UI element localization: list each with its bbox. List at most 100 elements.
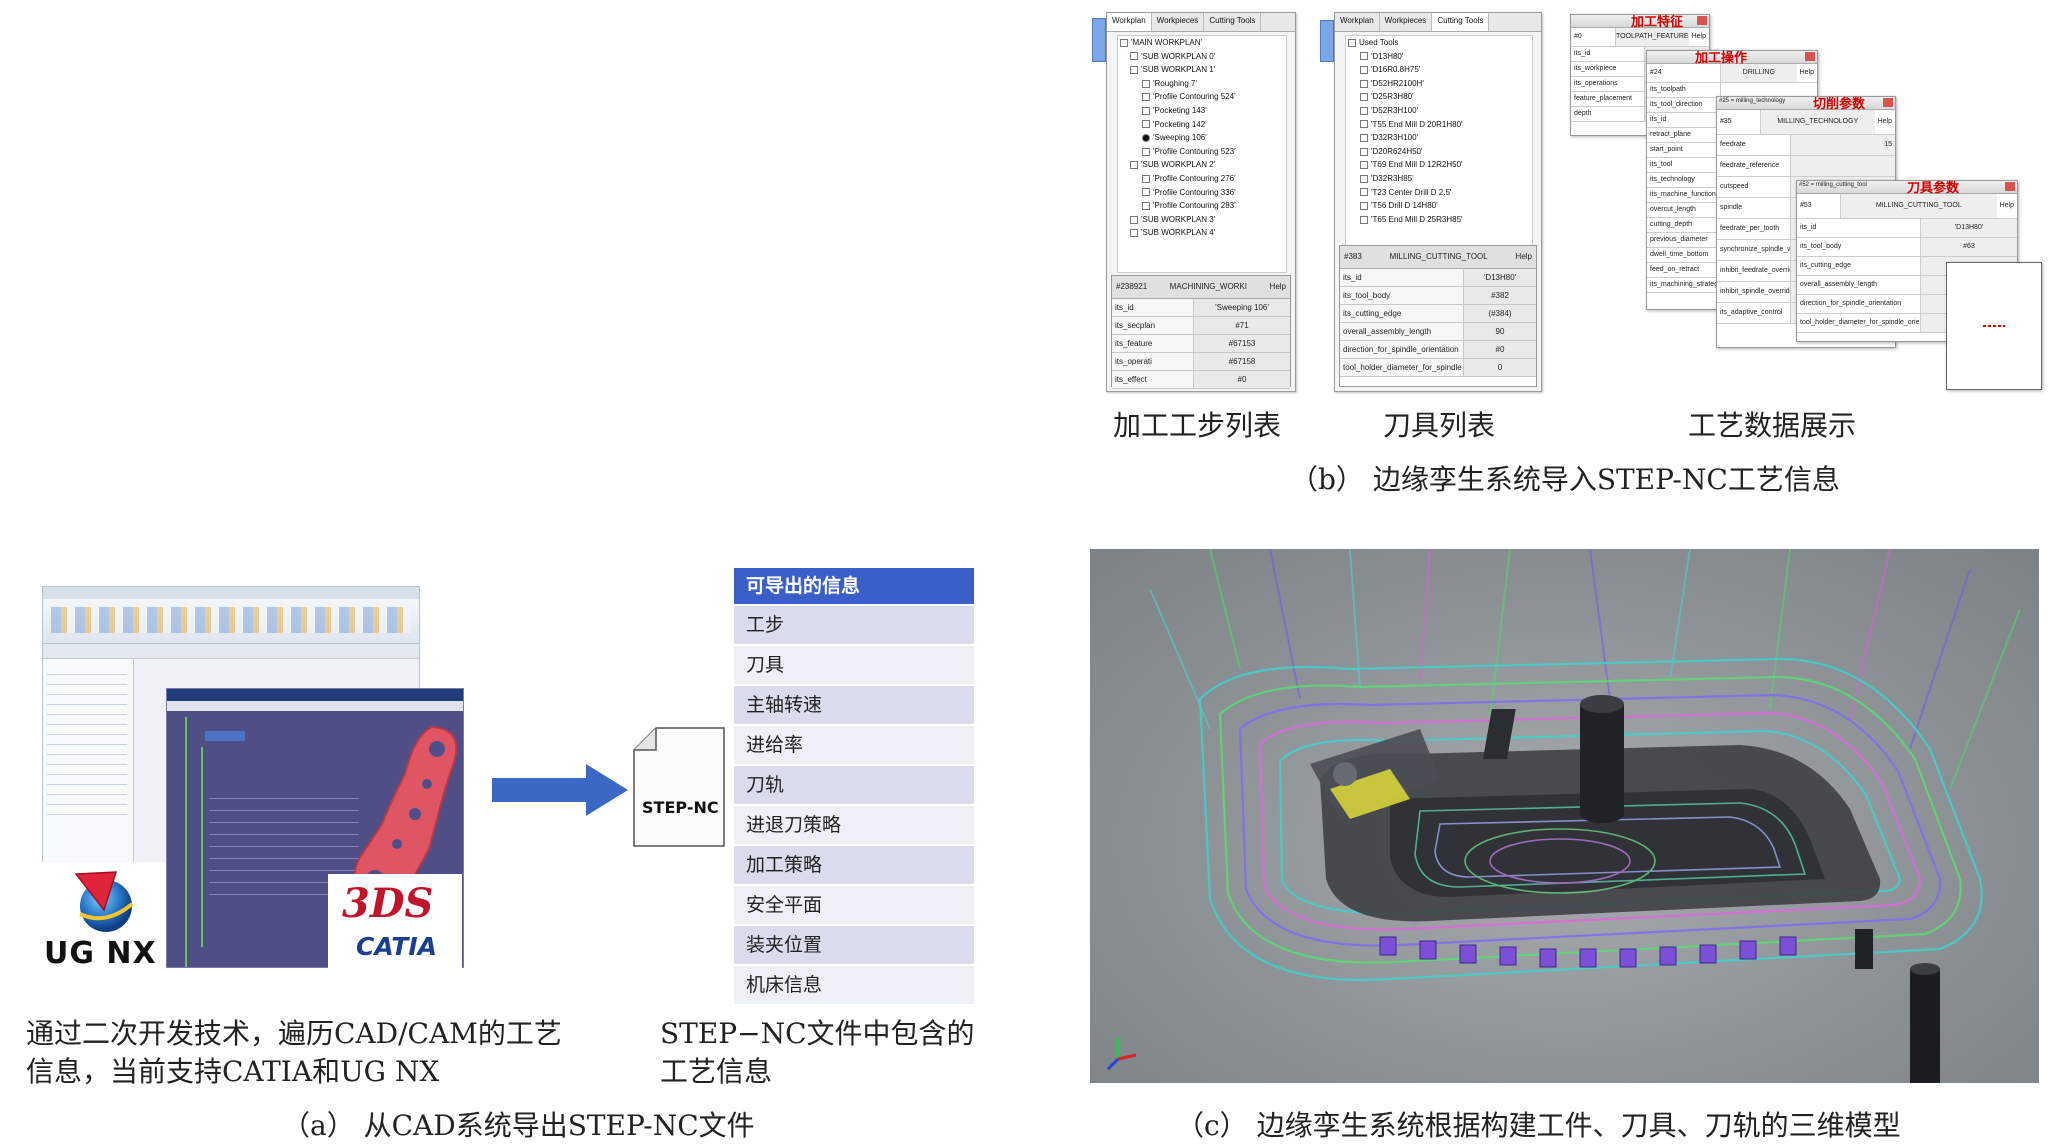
tree-item[interactable]: 'T56 Drill D 14H80' <box>1346 199 1532 213</box>
side-tab[interactable] <box>1092 18 1106 62</box>
catia-logo: 3DS CATIA <box>328 874 462 974</box>
tree-item[interactable]: Used Tools <box>1346 36 1532 50</box>
tab-workpieces[interactable]: Workpieces <box>1380 13 1433 31</box>
prop-row: its_secplan#71 <box>1112 317 1290 335</box>
side-tab-2[interactable] <box>1320 20 1334 62</box>
title-cutting-params: 切削参数 <box>1813 97 1866 112</box>
prop-row: its_feature#67153 <box>1112 335 1290 353</box>
prop-row: its_operati#67158 <box>1112 353 1290 371</box>
tab-cutting-tools[interactable]: Cutting Tools <box>1432 13 1490 31</box>
prop-row: its_id'D13H80' <box>1340 269 1536 287</box>
ug-logo-icon <box>74 871 134 932</box>
file-label: STEP-NC <box>642 798 719 817</box>
tab-workpieces[interactable]: Workpieces <box>1152 13 1205 31</box>
prop-row: its_tool_body#63 <box>1797 238 2017 257</box>
step-nc-file-icon: STEP-NC <box>632 726 726 848</box>
ug-ribbon <box>43 599 419 644</box>
tree-item[interactable]: 'SUB WORKPLAN 3' <box>1118 213 1286 227</box>
tree-item[interactable]: 'D52HR2100H' <box>1346 77 1532 91</box>
help-button[interactable]: Help <box>1515 252 1532 261</box>
table-row: 工步 <box>734 606 974 644</box>
title-feature: 加工特征 <box>1631 15 1684 30</box>
close-icon[interactable] <box>1883 98 1893 107</box>
left-text-line-1: 通过二次开发技术，遍历CAD/CAM的工艺 <box>26 1017 562 1050</box>
tree-item[interactable]: 'D32R3H100' <box>1346 131 1532 145</box>
close-icon[interactable] <box>1805 52 1815 61</box>
tree-item[interactable]: 'Profile Contouring 276' <box>1118 172 1286 186</box>
tab-workplan[interactable]: Workplan <box>1335 13 1380 31</box>
table-row: 安全平面 <box>734 886 974 924</box>
props-header: #383 MILLING_CUTTING_TOOL Help <box>1340 246 1536 269</box>
table-row: 刀轨 <box>734 766 974 804</box>
close-icon[interactable] <box>2005 182 2015 191</box>
prop-row: its_cutting_edge(#384) <box>1340 305 1536 323</box>
tree-item[interactable]: 'Profile Contouring 523' <box>1118 145 1286 159</box>
tree-item[interactable]: 'Roughing 7' <box>1118 77 1286 91</box>
catia-titlebar <box>167 689 463 701</box>
caption-a: （a） 从CAD系统导出STEP-NC文件 <box>282 1109 755 1142</box>
workplan-window: Workplan Workpieces Cutting Tools 'MAIN … <box>1106 12 1296 392</box>
tree-item[interactable]: 'T55 End Mill D 20R1H80' <box>1346 118 1532 132</box>
axis-triad <box>1106 1037 1137 1071</box>
left-text-line-2: 信息，当前支持CATIA和UG NX <box>26 1055 440 1088</box>
workplan-tree: 'MAIN WORKPLAN' 'SUB WORKPLAN 0' 'SUB WO… <box>1117 35 1287 273</box>
tree-item[interactable]: 'Profile Contouring 283' <box>1118 199 1286 213</box>
help-button[interactable]: Help <box>1877 118 1892 125</box>
table-row: 装夹位置 <box>734 926 974 964</box>
tree-item[interactable]: 'SUB WORKPLAN 0' <box>1118 50 1286 64</box>
right-text-line-2: 工艺信息 <box>660 1055 773 1088</box>
tab-cutting-tools[interactable]: Cutting Tools <box>1204 13 1262 31</box>
table-row: 进给率 <box>734 726 974 764</box>
tree-item[interactable]: 'D13H80' <box>1346 50 1532 64</box>
export-arrow <box>492 764 628 816</box>
prop-row: its_tool_body#382 <box>1340 287 1536 305</box>
table-row: 加工策略 <box>734 846 974 884</box>
caption-b: （b） 边缘孪生系统导入STEP-NC工艺信息 <box>1290 463 1840 496</box>
help-button[interactable]: Help <box>1799 69 1814 76</box>
3d-render-view[interactable] <box>1090 549 2039 1083</box>
close-icon[interactable] <box>1697 16 1707 25</box>
prop-row: feedrate_reference <box>1717 156 1895 177</box>
tree-item[interactable]: 'T69 End Mill D 12R2H50' <box>1346 158 1532 172</box>
tree-item[interactable]: 'D25R3H80' <box>1346 90 1532 104</box>
label-workplan-list: 加工工步列表 <box>1113 409 1282 442</box>
tree-item[interactable]: 'Pocketing 143' <box>1118 104 1286 118</box>
tree-item[interactable]: 'Profile Contouring 524' <box>1118 90 1286 104</box>
prop-row: direction_for_spindle_orientation#0 <box>1340 341 1536 359</box>
tree-item[interactable]: 'D16R0.8H75' <box>1346 63 1532 77</box>
tree-item[interactable]: 'T65 End Mill D 25R3H85' <box>1346 213 1532 227</box>
help-button[interactable]: Help <box>1269 282 1286 291</box>
ug-titlebar <box>43 587 419 599</box>
tree-item[interactable]: 'SUB WORKPLAN 4' <box>1118 226 1286 240</box>
toolpath-render <box>1106 549 2021 1083</box>
title-operation: 加工操作 <box>1695 51 1748 66</box>
tree-item[interactable]: 'MAIN WORKPLAN' <box>1118 36 1286 50</box>
prop-row: its_id'D13H80' <box>1797 219 2017 238</box>
right-text-line-1: STEP−NC文件中包含的 <box>660 1017 975 1050</box>
tree-item[interactable]: 'Profile Contouring 336' <box>1118 186 1286 200</box>
tree-item[interactable]: 'SUB WORKPLAN 1' <box>1118 63 1286 77</box>
catia-logo-text: CATIA <box>356 932 438 961</box>
help-button[interactable]: Help <box>1999 202 2014 209</box>
tools-tree: Used Tools 'D13H80' 'D16R0.8H75' 'D52HR2… <box>1345 35 1533 247</box>
tree-item[interactable]: 'D20R624H50' <box>1346 145 1532 159</box>
workplan-properties: #238921 MACHINING_WORKI Help its_id'Swee… <box>1111 275 1291 389</box>
table-header: 可导出的信息 <box>734 568 974 604</box>
prop-row: its_effect#0 <box>1112 371 1290 389</box>
tree-item[interactable]: 'T23 Center Drill D 2.5' <box>1346 186 1532 200</box>
help-button[interactable]: Help <box>1691 33 1706 40</box>
tree-item[interactable]: 'Sweeping 106' <box>1118 131 1286 145</box>
tree-item[interactable]: 'Pocketing 142' <box>1118 118 1286 132</box>
tree-item[interactable]: 'D32R3H85' <box>1346 172 1532 186</box>
tree-item[interactable]: 'SUB WORKPLAN 2' <box>1118 158 1286 172</box>
entity-id: #383 <box>1344 252 1362 261</box>
props-header: #238921 MACHINING_WORKI Help <box>1112 276 1290 299</box>
window-titlebar: 加工特征 <box>1571 15 1709 30</box>
tree-item[interactable]: 'D52R3H100' <box>1346 104 1532 118</box>
tab-workplan[interactable]: Workplan <box>1107 13 1152 31</box>
